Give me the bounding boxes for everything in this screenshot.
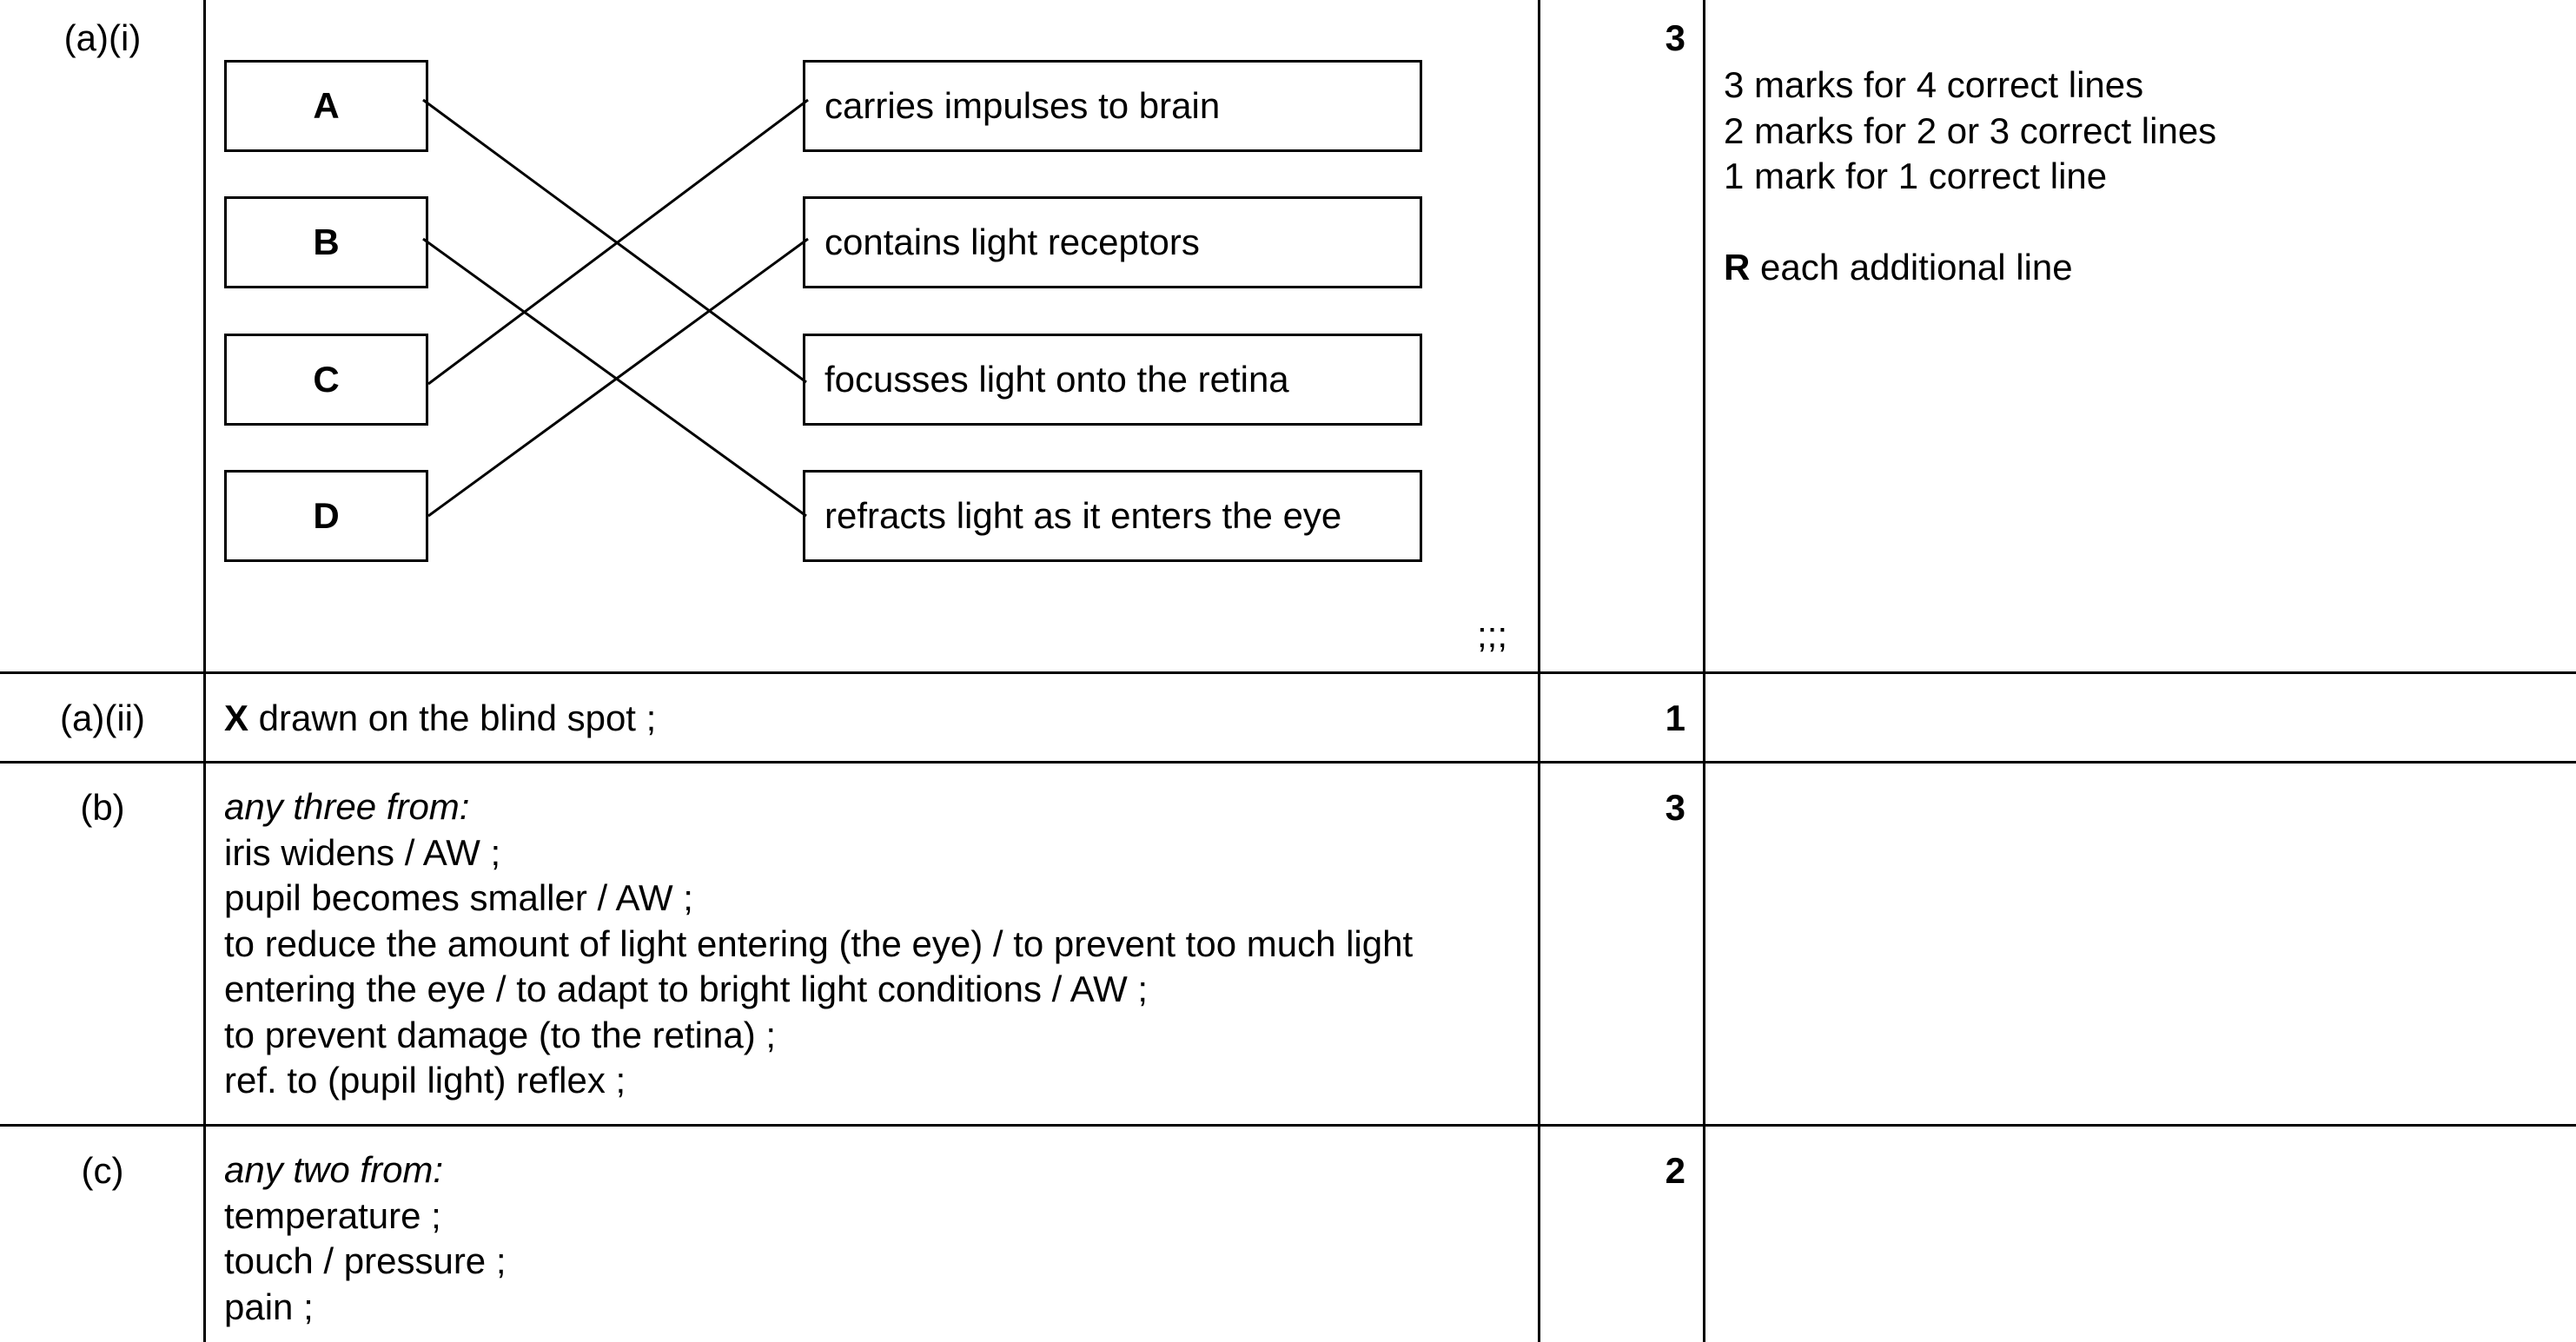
marking-guidance: 3 marks for 4 correct lines 2 marks for … — [1724, 63, 2216, 291]
question-label-b: (b) — [80, 787, 125, 828]
reject-text: each additional line — [1750, 247, 2073, 288]
letter-box-d: D — [224, 470, 428, 562]
answer-b-point-4: entering the eye / to adapt to bright li… — [224, 968, 1149, 1009]
guidance-line-1: 3 marks for 4 correct lines — [1724, 64, 2144, 105]
connector-lines — [422, 98, 809, 518]
mark-points: ;;; — [1477, 614, 1508, 655]
connector-line-c — [427, 98, 809, 386]
guidance-line-2: 2 marks for 2 or 3 correct lines — [1724, 109, 2217, 151]
column-divider-3 — [1703, 0, 1705, 1342]
reject-prefix: R — [1724, 247, 1751, 288]
answer-a-ii: X drawn on the blind spot ; — [224, 696, 656, 742]
answer-b-point-6: ref. to (pupil light) reflex ; — [224, 1060, 626, 1101]
answer-b-point-2: pupil becomes smaller / AW ; — [224, 877, 693, 918]
connector-line-d — [427, 237, 809, 518]
column-divider-1 — [203, 0, 206, 1342]
description-box-3: focusses light onto the retina — [803, 334, 1422, 426]
letter-box-c: C — [224, 334, 428, 426]
guidance-spacer — [1724, 200, 2216, 246]
answer-c-point-2: touch / pressure ; — [224, 1240, 507, 1281]
question-label-a-ii: (a)(ii) — [60, 697, 145, 738]
description-box-2: contains light receptors — [803, 196, 1422, 288]
answer-c-point-3: pain ; — [224, 1286, 314, 1327]
row-divider-1 — [0, 671, 2576, 674]
letter-box-a: A — [224, 60, 428, 152]
connector-line-a — [422, 98, 807, 384]
guidance-line-3: 1 mark for 1 correct line — [1724, 155, 2108, 196]
answer-b-point-5: to prevent damage (to the retina) ; — [224, 1014, 777, 1055]
marks-c: 2 — [1665, 1150, 1685, 1191]
row-divider-2 — [0, 761, 2576, 764]
connector-line-b — [422, 237, 807, 518]
row-divider-3 — [0, 1124, 2576, 1127]
answer-c-point-1: temperature ; — [224, 1194, 441, 1236]
answer-c: any two from: temperature ; touch / pres… — [224, 1147, 507, 1330]
answer-a-ii-bold: X — [224, 697, 249, 738]
answer-b-point-1: iris widens / AW ; — [224, 831, 501, 873]
answer-b: any three from: iris widens / AW ; pupil… — [224, 784, 1413, 1104]
letter-box-b: B — [224, 196, 428, 288]
answer-c-intro: any two from: — [224, 1149, 444, 1190]
description-box-1: carries impulses to brain — [803, 60, 1422, 152]
question-label-a-i: (a)(i) — [63, 17, 142, 58]
answer-a-ii-text: drawn on the blind spot ; — [248, 697, 657, 738]
answer-b-point-3: to reduce the amount of light entering (… — [224, 922, 1414, 964]
guidance-reject-line: R each additional line — [1724, 245, 2216, 291]
description-box-4: refracts light as it enters the eye — [803, 470, 1422, 562]
answer-b-intro: any three from: — [224, 786, 470, 827]
question-label-c: (c) — [81, 1150, 124, 1191]
marks-a-i: 3 — [1665, 17, 1685, 58]
column-divider-2 — [1538, 0, 1540, 1342]
marks-a-ii: 1 — [1665, 697, 1685, 738]
marks-b: 3 — [1665, 787, 1685, 828]
